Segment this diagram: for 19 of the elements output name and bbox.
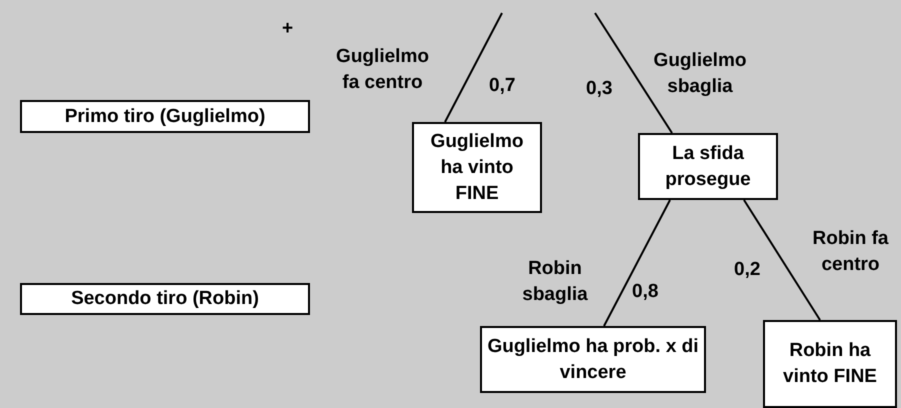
branch-line (594, 12, 673, 134)
probability-label: 0,8 (632, 280, 658, 304)
outcome-box: Guglielmo ha vinto FINE (412, 122, 542, 213)
outcome-box: Robin ha vinto FINE (763, 320, 897, 408)
edge-label: Robin fa centro (812, 227, 890, 277)
outcome-box: Secondo tiro (Robin) (20, 283, 310, 315)
outcome-box: Primo tiro (Guglielmo) (20, 100, 310, 133)
branch-line (743, 199, 821, 321)
outcome-box: Guglielmo ha prob. x di vincere (480, 326, 706, 393)
probability-label: 0,3 (586, 77, 612, 101)
outcome-box: La sfida prosegue (638, 133, 778, 200)
edge-label: Guglielmo sbaglia (652, 49, 748, 99)
edge-label: Guglielmo fa centro (335, 45, 430, 95)
edge-label: Robin sbaglia (521, 257, 589, 307)
plus-sign: + (282, 17, 294, 41)
probability-label: 0,7 (489, 74, 516, 98)
probability-label: 0,2 (734, 258, 760, 282)
branch-line (444, 12, 503, 122)
branch-line (603, 200, 671, 326)
